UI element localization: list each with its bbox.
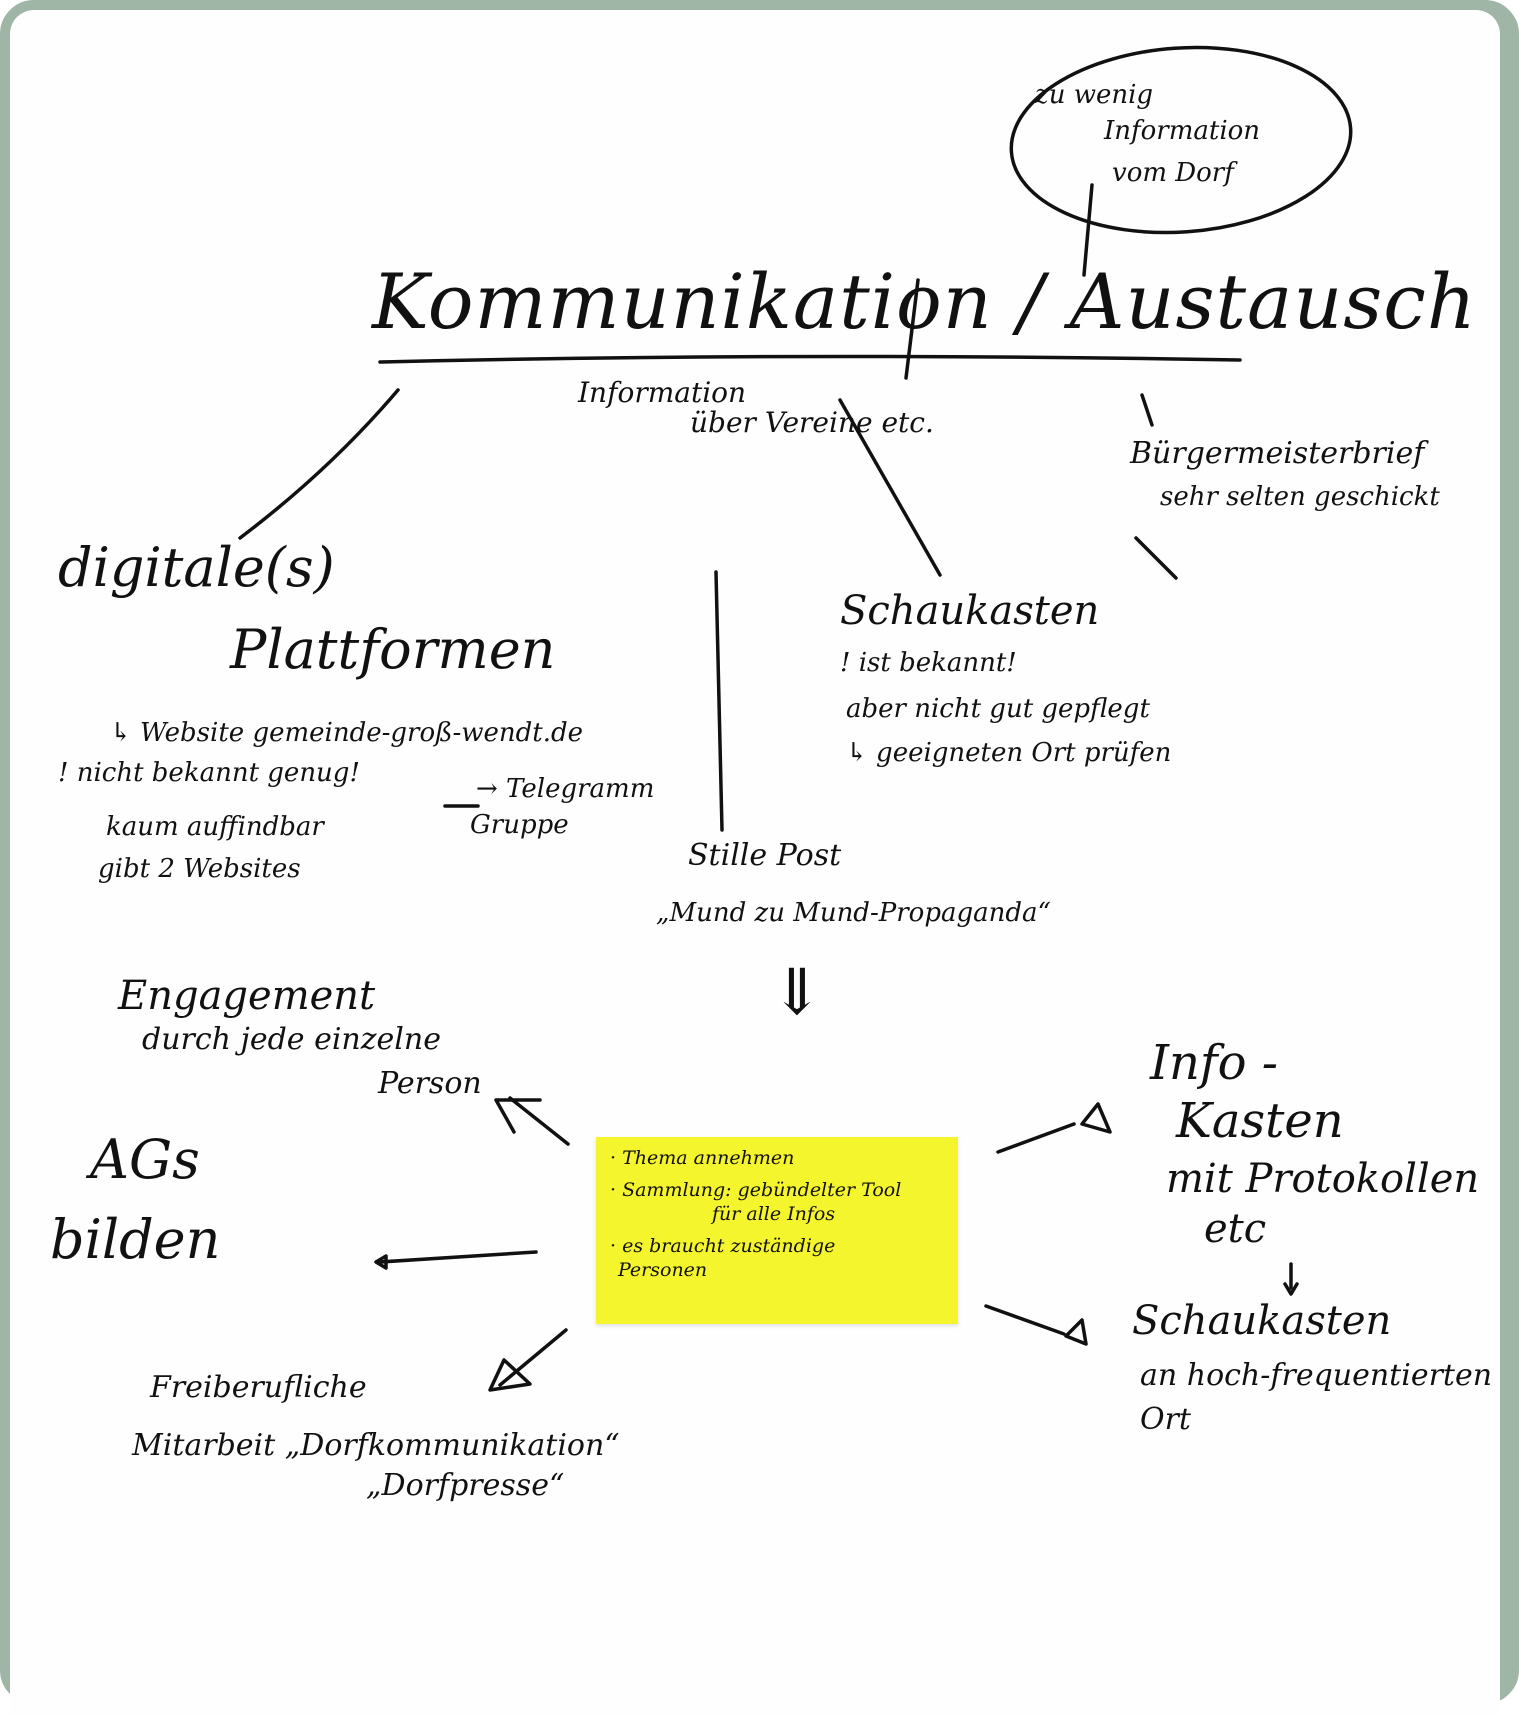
arrow-info bbox=[996, 1122, 1076, 1154]
stille-post-title: Stille Post bbox=[688, 838, 842, 873]
infokasten-line-2: Kasten bbox=[1176, 1093, 1344, 1149]
arrowhead-info bbox=[1080, 1102, 1112, 1134]
branch-digitale bbox=[238, 388, 400, 540]
arrow-engagement bbox=[508, 1096, 570, 1146]
subtitle-line-2: über Vereine etc. bbox=[690, 406, 934, 439]
branch-buergermeister-lower bbox=[1134, 536, 1178, 580]
freiberuf-line-2: Mitarbeit „Dorfkommunikation“ bbox=[132, 1428, 620, 1463]
schaukasten-top-title: Schaukasten bbox=[840, 588, 1100, 634]
bubble-connector bbox=[1082, 183, 1094, 277]
telegram-line-2: Gruppe bbox=[470, 810, 569, 840]
digitale-line-3: kaum auffindbar bbox=[106, 812, 324, 842]
engagement-line-2: Person bbox=[378, 1066, 482, 1101]
main-title: Kommunikation / Austausch bbox=[372, 257, 1477, 346]
paper-sheet bbox=[10, 10, 1500, 1714]
arrowhead-ags bbox=[374, 1254, 388, 1270]
infokasten-line-1: Info - bbox=[1150, 1035, 1279, 1091]
buergermeister-line-2: sehr selten geschickt bbox=[1160, 482, 1440, 512]
digitale-title-2: Plattformen bbox=[230, 618, 556, 681]
arrow-freiberuf bbox=[498, 1328, 568, 1387]
digitale-title-1: digitale(s) bbox=[58, 536, 335, 599]
freiberuf-line-1: Freiberufliche bbox=[150, 1370, 367, 1405]
arrowhead-info-to-schaukasten bbox=[1283, 1282, 1299, 1296]
title-underline bbox=[378, 354, 1242, 364]
buergermeister-line-1: Bürgermeisterbrief bbox=[1130, 436, 1425, 471]
sticky-line-2: · Sammlung: gebündelter Tool bbox=[610, 1179, 902, 1201]
ags-line-2: bilden bbox=[50, 1208, 221, 1271]
infokasten-line-4: etc bbox=[1204, 1206, 1267, 1252]
schaukasten-top-line-2: aber nicht gut gepflegt bbox=[846, 694, 1150, 724]
engagement-title: Engagement bbox=[118, 973, 376, 1019]
sticky-line-3: für alle Infos bbox=[712, 1203, 836, 1225]
schaukasten-bottom-line-1: an hoch-frequentierten bbox=[1140, 1358, 1493, 1393]
title-divider bbox=[904, 278, 920, 380]
freiberuf-line-3: „Dorfpresse“ bbox=[366, 1468, 565, 1503]
bubble-line-1: zu wenig bbox=[1035, 80, 1154, 110]
digitale-line-2: ! nicht bekannt genug! bbox=[58, 758, 360, 788]
subtitle-line-1: Information bbox=[578, 376, 747, 409]
sticky-note: · Thema annehmen · Sammlung: gebündelter… bbox=[596, 1137, 958, 1324]
arrow-ags bbox=[378, 1250, 538, 1264]
sticky-line-5: Personen bbox=[618, 1259, 708, 1281]
schaukasten-top-line-3: ↳ geeigneten Ort prüfen bbox=[846, 738, 1172, 768]
telegram-line-1: → Telegramm bbox=[476, 774, 655, 804]
double-arrow-down-icon: ⇓ bbox=[770, 956, 824, 1030]
infokasten-line-3: mit Protokollen bbox=[1166, 1156, 1480, 1202]
arrowhead-engagement bbox=[494, 1098, 542, 1134]
branch-center bbox=[714, 570, 724, 832]
digitale-line-1: ↳ Website gemeinde-groß-wendt.de bbox=[110, 718, 584, 748]
sticky-line-4: · es braucht zuständige bbox=[610, 1235, 836, 1257]
stille-post-line-1: „Mund zu Mund-Propaganda“ bbox=[656, 898, 1051, 928]
branch-buergermeister-upper bbox=[1140, 393, 1154, 427]
branch-schaukasten bbox=[838, 398, 942, 577]
ags-line-1: AGs bbox=[90, 1128, 200, 1191]
sticky-line-1: · Thema annehmen bbox=[610, 1147, 795, 1169]
arrow-schaukasten-bottom bbox=[984, 1304, 1066, 1336]
schaukasten-bottom-title: Schaukasten bbox=[1132, 1298, 1392, 1344]
arrowhead-freiberuf bbox=[488, 1358, 532, 1392]
bubble-line-2: Information bbox=[1104, 116, 1261, 146]
bubble-line-3: vom Dorf bbox=[1112, 158, 1234, 188]
schaukasten-top-line-1: ! ist bekannt! bbox=[840, 648, 1017, 678]
bubble-ellipse bbox=[1009, 45, 1353, 235]
schaukasten-bottom-line-2: Ort bbox=[1140, 1402, 1191, 1437]
engagement-line-1: durch jede einzelne bbox=[142, 1022, 441, 1057]
arrowhead-schaukasten-bottom bbox=[1064, 1318, 1088, 1346]
digitale-line-4: gibt 2 Websites bbox=[98, 854, 301, 884]
